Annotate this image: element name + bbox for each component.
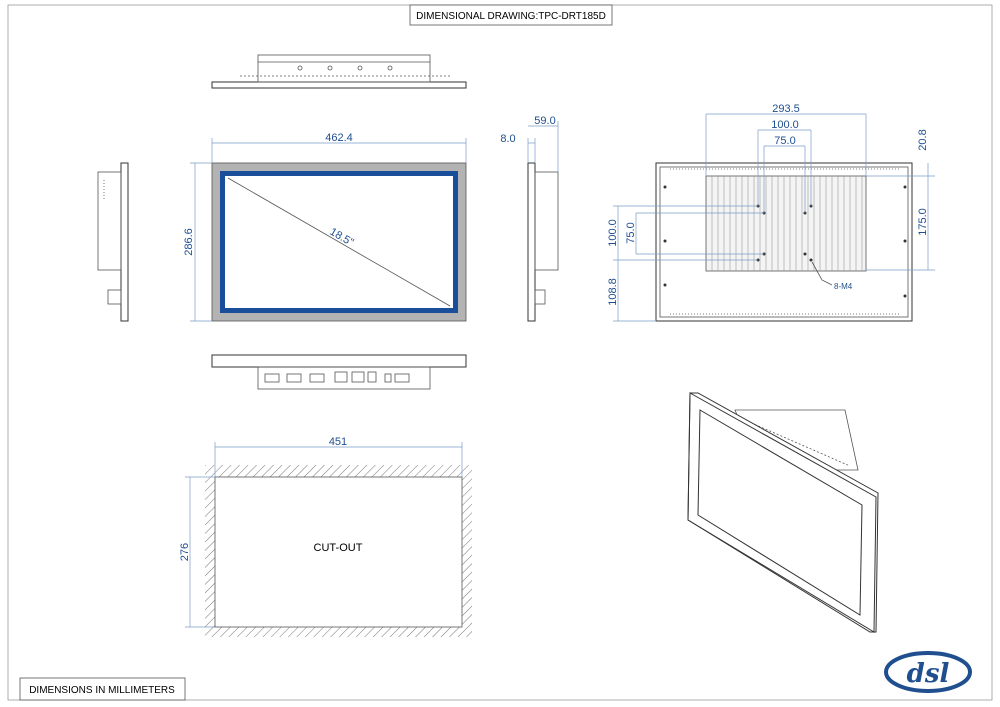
units-note: DIMENSIONS IN MILLIMETERS: [29, 685, 175, 696]
depth-dim: 59.0: [534, 115, 555, 127]
bottom-offset-dim: 108.8: [607, 278, 619, 306]
vesa-100-v-dim: 100.0: [607, 219, 619, 247]
mount-span-dim: 293.5: [772, 103, 800, 115]
title-block: DIMENSIONAL DRAWING:TPC-DRT185D: [409, 4, 613, 26]
screw-label: 8-M4: [834, 282, 853, 291]
box-height-dim: 175.0: [917, 208, 929, 236]
vesa-75-v-dim: 75.0: [625, 222, 637, 243]
top-view: [211, 54, 467, 89]
right-side-view: 8.0 59.0: [500, 115, 559, 322]
rear-view: 293.5 100.0 75.0 20.8 175.0 100.0 75.0 1…: [607, 103, 935, 322]
cutout-label: CUT-OUT: [314, 542, 363, 554]
height-dim: 286.6: [183, 228, 195, 256]
logo-text: dsl: [907, 659, 950, 689]
bezel-dim: 8.0: [500, 133, 515, 145]
width-dim: 462.4: [325, 132, 353, 144]
cutout-width-dim: 451: [329, 436, 347, 448]
isometric-view: [687, 392, 879, 633]
vesa-75-dim: 75.0: [774, 135, 795, 147]
front-view: 18.5" 462.4 286.6: [183, 132, 467, 322]
top-offset-dim: 20.8: [917, 129, 929, 150]
dsl-logo: dsl: [884, 651, 972, 693]
left-side-view: [97, 162, 129, 322]
vesa-100-dim: 100.0: [771, 119, 799, 131]
cutout-height-dim: 276: [179, 543, 191, 561]
footer-block: DIMENSIONS IN MILLIMETERS: [19, 677, 186, 701]
cutout-view: 451 276 CUT-OUT: [179, 436, 472, 637]
heatsink: [705, 175, 867, 272]
drawing-title: DIMENSIONAL DRAWING:TPC-DRT185D: [416, 11, 606, 22]
bottom-view: [211, 354, 467, 390]
